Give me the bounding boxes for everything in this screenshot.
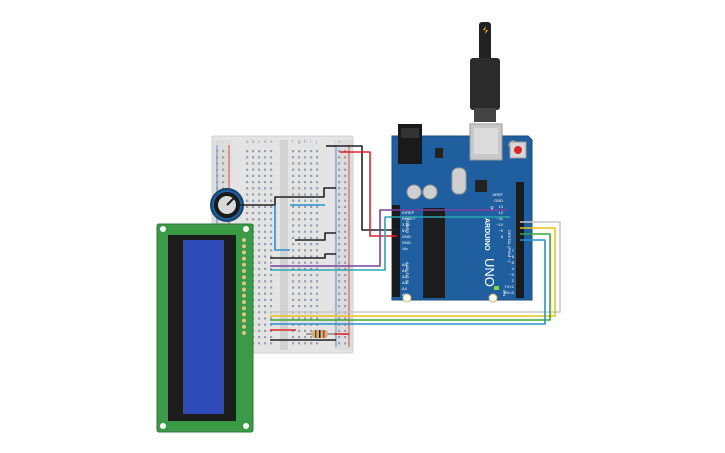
- lcd-pin-header: [242, 238, 246, 335]
- wire-blue-d7: [270, 239, 546, 325]
- pin-10: ~10: [496, 222, 504, 227]
- power-label: POWER: [405, 218, 410, 233]
- pin-0: RX<0: [504, 290, 515, 295]
- usb-cable: [479, 22, 491, 62]
- wires: [240, 145, 561, 341]
- breadboard-col-g: g: [298, 139, 301, 144]
- pin-2: 2: [512, 278, 515, 283]
- resistor: [306, 330, 334, 338]
- breadboard-rail-minus-label: -: [216, 139, 218, 144]
- arduino-model-label: UNO: [482, 258, 497, 287]
- pin-gnd-2: GND: [402, 240, 411, 245]
- wire-yellow-d5: [270, 227, 556, 317]
- pin-9: ~9: [498, 228, 503, 233]
- pin-4: 4: [512, 266, 515, 271]
- breadboard-rail-plus-label: +: [338, 139, 341, 144]
- wire-gray-d4: [270, 221, 561, 313]
- breadboard-col-h: h: [304, 139, 307, 144]
- wire-black-lcd: [295, 232, 336, 241]
- breadboard-col-a: a: [246, 139, 249, 144]
- pin-12: 12: [499, 210, 504, 215]
- pin-a0: A0: [402, 262, 408, 267]
- pin-8: 8: [501, 234, 504, 239]
- arduino-logo: ∞: [488, 206, 495, 211]
- wire-blue-pot: [274, 205, 290, 251]
- wire-purple-rs: [270, 209, 508, 267]
- pin-7: 7: [512, 248, 515, 253]
- pin-aref: AREF: [492, 192, 503, 197]
- pin-6: ~6: [509, 254, 514, 259]
- pin-gnd-1: GND: [402, 234, 411, 239]
- arduino-brand-label: ARDUINO: [483, 218, 490, 251]
- pin-5v: 5V: [402, 228, 407, 233]
- breadboard-col-f: f: [292, 139, 294, 144]
- breadboard-col-d: d: [264, 139, 267, 144]
- pin-3: ~3: [509, 272, 514, 277]
- arduino-uno[interactable]: ARDUINO UNO DIGITAL (PWM ~) POWER ANALOG…: [391, 22, 533, 303]
- wire-black-lcd-2: [270, 253, 336, 259]
- digital-label: DIGITAL (PWM ~): [507, 230, 512, 263]
- pin-11: ~11: [497, 216, 504, 221]
- breadboard-col-i: i: [310, 139, 311, 144]
- pin-a4: A4: [402, 286, 408, 291]
- pin-a3: A3: [402, 280, 408, 285]
- wire-red-5v: [349, 151, 397, 237]
- pin-ioref: IOREF: [402, 210, 415, 215]
- potentiometer[interactable]: [210, 188, 244, 222]
- breadboard-col-e: e: [270, 139, 273, 144]
- usb-plug: [470, 58, 500, 110]
- breadboard-col-b: b: [252, 139, 255, 144]
- wire-teal-e: [270, 216, 510, 271]
- pin-1: TX>1: [504, 284, 514, 289]
- pin-reset: RESET: [402, 216, 416, 221]
- pin-gnd-3: GND: [494, 198, 503, 203]
- lcd-screen: [183, 240, 224, 414]
- pin-a1: A1: [402, 268, 408, 273]
- wire-black-pot: [240, 187, 336, 206]
- wire-green-d6: [270, 233, 551, 321]
- pin-vin: Vin: [402, 246, 408, 251]
- atmega-chip: [423, 208, 445, 298]
- pin-13: 13: [499, 204, 504, 209]
- pin-a2: A2: [402, 274, 408, 279]
- breadboard-col-j: j: [315, 139, 317, 144]
- pin-3v3: 3.3V: [402, 222, 411, 227]
- pin-a5: A5: [402, 292, 408, 297]
- pin-5: ~5: [509, 260, 514, 265]
- breadboard-col-c: c: [258, 139, 261, 144]
- lcd-16x2[interactable]: [156, 223, 254, 433]
- on-label: ON: [502, 290, 507, 296]
- analog-label: ANALOG IN: [405, 262, 410, 284]
